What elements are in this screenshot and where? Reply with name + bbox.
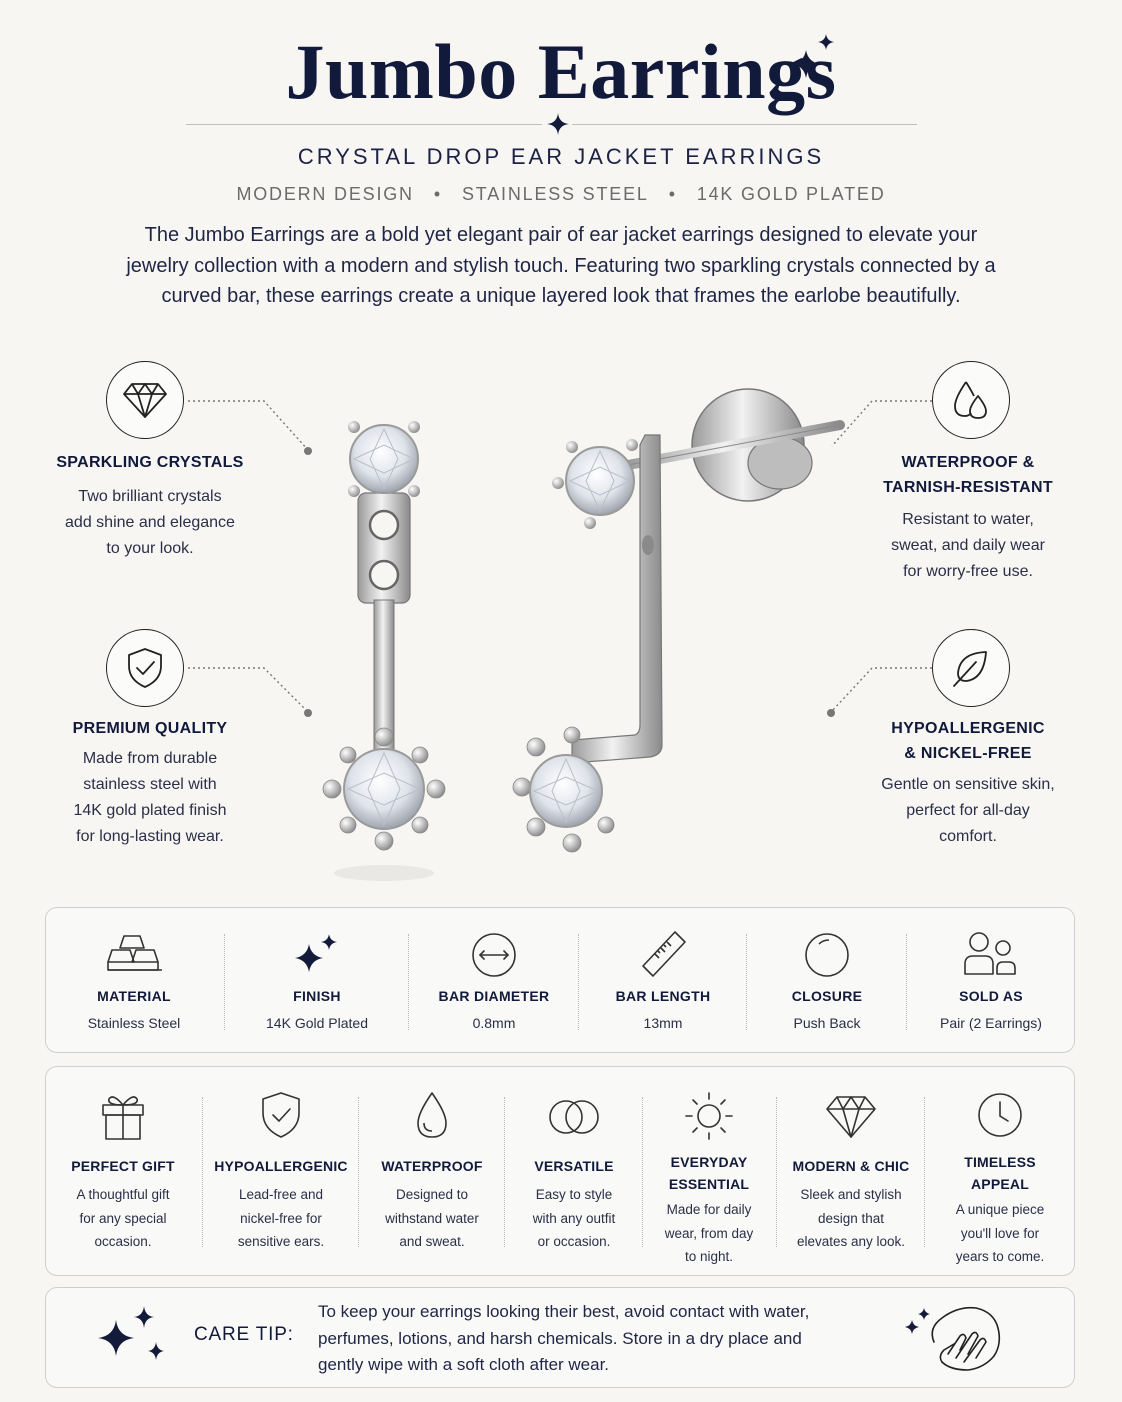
spec-bar-length: BAR LENGTH 13mm bbox=[580, 908, 746, 1054]
divider-left bbox=[186, 124, 542, 125]
product-subtitle: CRYSTAL DROP EAR JACKET EARRINGS bbox=[297, 144, 825, 169]
page-title: Jumbo Earrings bbox=[285, 28, 837, 115]
sun-icon bbox=[685, 1092, 733, 1140]
sparkle-icon bbox=[295, 934, 337, 972]
divider bbox=[642, 1097, 643, 1247]
leaf-icon bbox=[932, 629, 1010, 707]
feature-tag: 14K GOLD PLATED bbox=[696, 184, 886, 204]
divider bbox=[776, 1097, 777, 1247]
spec-finish: FINISH 14K Gold Plated bbox=[226, 908, 408, 1054]
steel-bars-icon bbox=[107, 935, 162, 971]
feature-tag: STAINLESS STEEL bbox=[461, 184, 649, 204]
sparkles-icon bbox=[98, 1306, 164, 1360]
care-tip-text: To keep your earrings looking their best… bbox=[318, 1302, 810, 1374]
care-tip-panel: CARE TIP: To keep your earrings looking … bbox=[45, 1287, 1075, 1388]
leader-line bbox=[188, 667, 312, 717]
specs-panel: MATERIAL Stainless Steel FINISH 14K Gold… bbox=[45, 907, 1075, 1053]
product-description: The Jumbo Earrings are a bold yet elegan… bbox=[126, 224, 996, 307]
callout-text-hypoallergenic: Gentle on sensitive skin,perfect for all… bbox=[881, 776, 1055, 845]
divider bbox=[224, 934, 225, 1030]
right-earring bbox=[512, 388, 845, 853]
leader-line bbox=[827, 667, 932, 717]
diamond-icon bbox=[826, 1096, 876, 1138]
cleaning-hand-icon bbox=[905, 1306, 1001, 1371]
divider bbox=[408, 934, 409, 1030]
diameter-icon bbox=[472, 933, 516, 977]
diamond-icon bbox=[106, 361, 184, 439]
clock-icon bbox=[978, 1093, 1022, 1137]
divider bbox=[906, 934, 907, 1030]
shield-check-icon bbox=[106, 629, 184, 707]
divider bbox=[578, 934, 579, 1030]
circle-icon bbox=[805, 933, 849, 977]
divider-right bbox=[572, 124, 917, 125]
divider bbox=[202, 1097, 203, 1247]
sparkle-icon bbox=[792, 34, 834, 78]
rings-icon bbox=[549, 1100, 599, 1134]
drop-icon bbox=[417, 1092, 447, 1138]
divider bbox=[924, 1097, 925, 1247]
gift-icon bbox=[102, 1096, 144, 1140]
ruler-icon bbox=[642, 931, 686, 977]
spec-bar-diameter: BAR DIAMETER 0.8mm bbox=[410, 908, 578, 1054]
divider bbox=[504, 1097, 505, 1247]
star-divider-icon bbox=[547, 113, 569, 135]
left-earring bbox=[322, 421, 446, 881]
feature-tags: MODERN DESIGN • STAINLESS STEEL • 14K GOLD P… bbox=[0, 184, 1122, 205]
divider bbox=[746, 934, 747, 1030]
leader-line bbox=[831, 400, 932, 447]
callout-title-premium: PREMIUM QUALITY bbox=[72, 720, 228, 737]
leader-line bbox=[188, 400, 312, 455]
callout-title-hypoallergenic: HYPOALLERGENIC& NICKEL-FREE bbox=[891, 720, 1045, 762]
separator-dot: • bbox=[668, 184, 677, 204]
callout-title-waterproof: WATERPROOF &TARNISH-RESISTANT bbox=[883, 454, 1053, 496]
care-tip-label: CARE TIP: bbox=[194, 1324, 294, 1345]
water-drops-icon bbox=[932, 361, 1010, 439]
shield-check-icon bbox=[262, 1092, 300, 1138]
callout-title-sparkling: SPARKLING CRYSTALS bbox=[56, 454, 244, 471]
spec-sold-as: SOLD AS Pair (2 Earrings) bbox=[908, 908, 1074, 1054]
spec-material: MATERIAL Stainless Steel bbox=[46, 908, 222, 1054]
callout-text-waterproof: Resistant to water,sweat, and daily wear… bbox=[891, 511, 1045, 580]
pair-icon bbox=[964, 932, 1016, 975]
spec-closure: CLOSURE Push Back bbox=[748, 908, 906, 1054]
divider bbox=[358, 1097, 359, 1247]
feature-tag: MODERN DESIGN bbox=[236, 184, 414, 204]
earrings-image bbox=[322, 388, 845, 881]
separator-dot: • bbox=[433, 184, 442, 204]
